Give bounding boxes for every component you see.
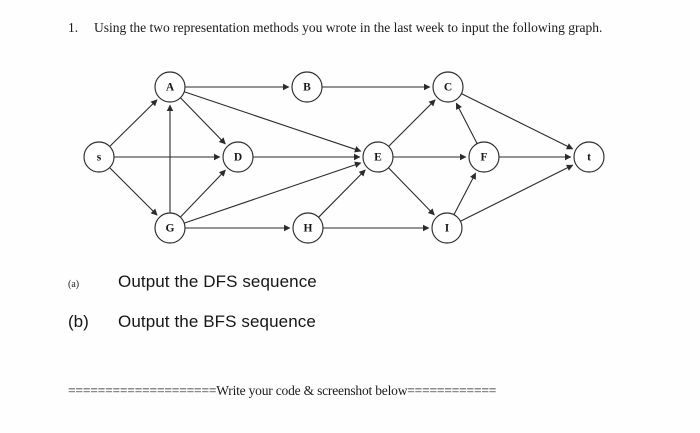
- graph-node-circle-I: [431, 212, 463, 244]
- graph-node-I: I: [431, 212, 463, 244]
- subquestion-a-text: Output the DFS sequence: [118, 272, 317, 291]
- graph-edge-F-to-C: [455, 102, 478, 144]
- graph-node-B: B: [291, 71, 323, 103]
- graph-node-circle-C: [432, 71, 464, 103]
- graph-node-label-s: s: [97, 152, 102, 164]
- graph-edge-G-to-E: [184, 161, 362, 224]
- graph-node-E: E: [362, 141, 394, 173]
- graph-node-label-D: D: [234, 152, 242, 164]
- graph-node-circle-H: [292, 212, 324, 244]
- graph-edge-G-to-D: [179, 169, 226, 218]
- question-number: 1.: [68, 20, 79, 35]
- graph-edge-E-to-I: [388, 167, 435, 216]
- graph-node-D: D: [222, 141, 254, 173]
- graph-node-circle-E: [362, 141, 394, 173]
- graph-node-label-A: A: [166, 82, 175, 94]
- graph-edge-I-to-F: [453, 172, 477, 215]
- graph-node-t: t: [573, 141, 605, 173]
- question-text: Using the two representation methods you…: [94, 20, 603, 35]
- graph-edge-s-to-A: [109, 99, 158, 147]
- graph-node-label-t: t: [587, 152, 591, 164]
- question-block: 1. Using the two representation methods …: [68, 18, 628, 37]
- graph-edge-A-to-D: [180, 97, 226, 145]
- footer-separator-text: ====================Write your code & sc…: [68, 383, 497, 398]
- graph-edge-C-to-t: [461, 93, 574, 150]
- graph-node-label-E: E: [374, 152, 382, 164]
- graph-node-circle-D: [222, 141, 254, 173]
- graph-svg: s A B C D E F G H It: [83, 71, 605, 244]
- subquestion-b-text: Output the BFS sequence: [118, 312, 316, 331]
- graph-node-s: s: [83, 141, 115, 173]
- subquestion-b: (b) Output the BFS sequence: [68, 312, 316, 332]
- graph-node-circle-F: [468, 141, 500, 173]
- subquestion-b-marker: (b): [68, 312, 89, 331]
- graph-edge-A-to-E: [184, 91, 362, 153]
- graph-node-circle-G: [154, 212, 186, 244]
- subquestion-a: (a) Output the DFS sequence: [68, 272, 317, 292]
- graph-node-circle-B: [291, 71, 323, 103]
- graph-edge-I-to-t: [460, 164, 574, 222]
- graph-edge-H-to-E: [318, 169, 366, 218]
- graph-node-label-F: F: [480, 152, 487, 164]
- graph-node-layer: s A B C D E F G H It: [83, 71, 605, 244]
- graph-node-A: A: [154, 71, 186, 103]
- graph-edge-s-to-G: [109, 167, 158, 216]
- graph-node-C: C: [432, 71, 464, 103]
- graph-edge-layer: [109, 83, 574, 232]
- graph-node-circle-t: [573, 141, 605, 173]
- graph-node-label-I: I: [445, 223, 450, 235]
- graph-node-H: H: [292, 212, 324, 244]
- graph-node-label-H: H: [304, 223, 313, 235]
- graph-node-label-B: B: [303, 82, 311, 94]
- question-row: 1. Using the two representation methods …: [68, 18, 628, 37]
- graph-node-label-G: G: [166, 223, 175, 235]
- subquestion-a-marker: (a): [68, 279, 80, 290]
- graph-edge-E-to-C: [388, 99, 436, 147]
- graph-node-F: F: [468, 141, 500, 173]
- graph-node-label-C: C: [444, 82, 452, 94]
- graph-node-circle-A: [154, 71, 186, 103]
- graph-node-G: G: [154, 212, 186, 244]
- graph-node-circle-s: [83, 141, 115, 173]
